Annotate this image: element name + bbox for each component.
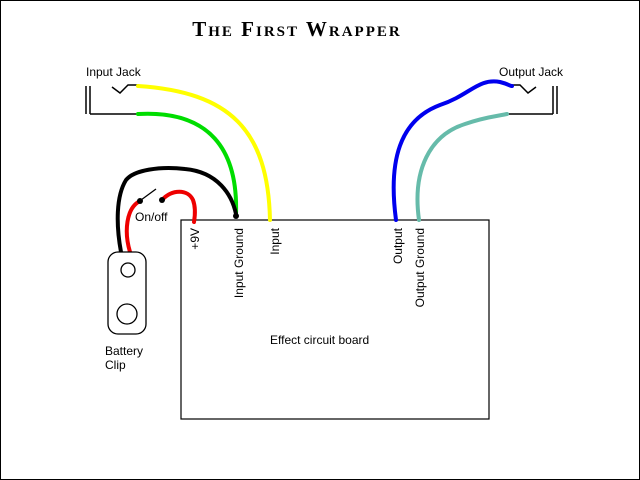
input-ground-junction xyxy=(233,213,239,219)
pin-label-output: Output xyxy=(391,227,405,264)
battery-label-line1: Battery xyxy=(105,344,143,358)
input-ground-wire xyxy=(136,111,239,216)
output-signal-wire xyxy=(391,79,514,222)
input-jack xyxy=(85,84,139,115)
battery-clip xyxy=(107,251,147,335)
output-ground-wire xyxy=(415,112,509,222)
input-signal-wire xyxy=(136,84,272,222)
pin-label-output-ground: Output Ground xyxy=(413,228,427,307)
output-jack xyxy=(505,84,558,115)
battery-positive-wire xyxy=(124,199,142,254)
output-jack-label: Output Jack xyxy=(499,65,564,79)
on-off-label: On/off xyxy=(135,210,168,224)
diagram-title: The First Wrapper xyxy=(192,17,401,41)
battery-label-line2: Clip xyxy=(105,358,126,372)
plus-9v-wire xyxy=(160,189,197,224)
pin-label-plus-9v: +9V xyxy=(188,228,202,250)
input-jack-label: Input Jack xyxy=(86,65,142,79)
pin-label-input-ground: Input Ground xyxy=(232,228,246,298)
effect-board-label: Effect circuit board xyxy=(270,333,369,347)
effect-circuit-board xyxy=(180,219,490,420)
ground-wire xyxy=(115,166,238,254)
on-off-switch xyxy=(137,188,165,204)
pin-label-input: Input xyxy=(268,227,282,254)
